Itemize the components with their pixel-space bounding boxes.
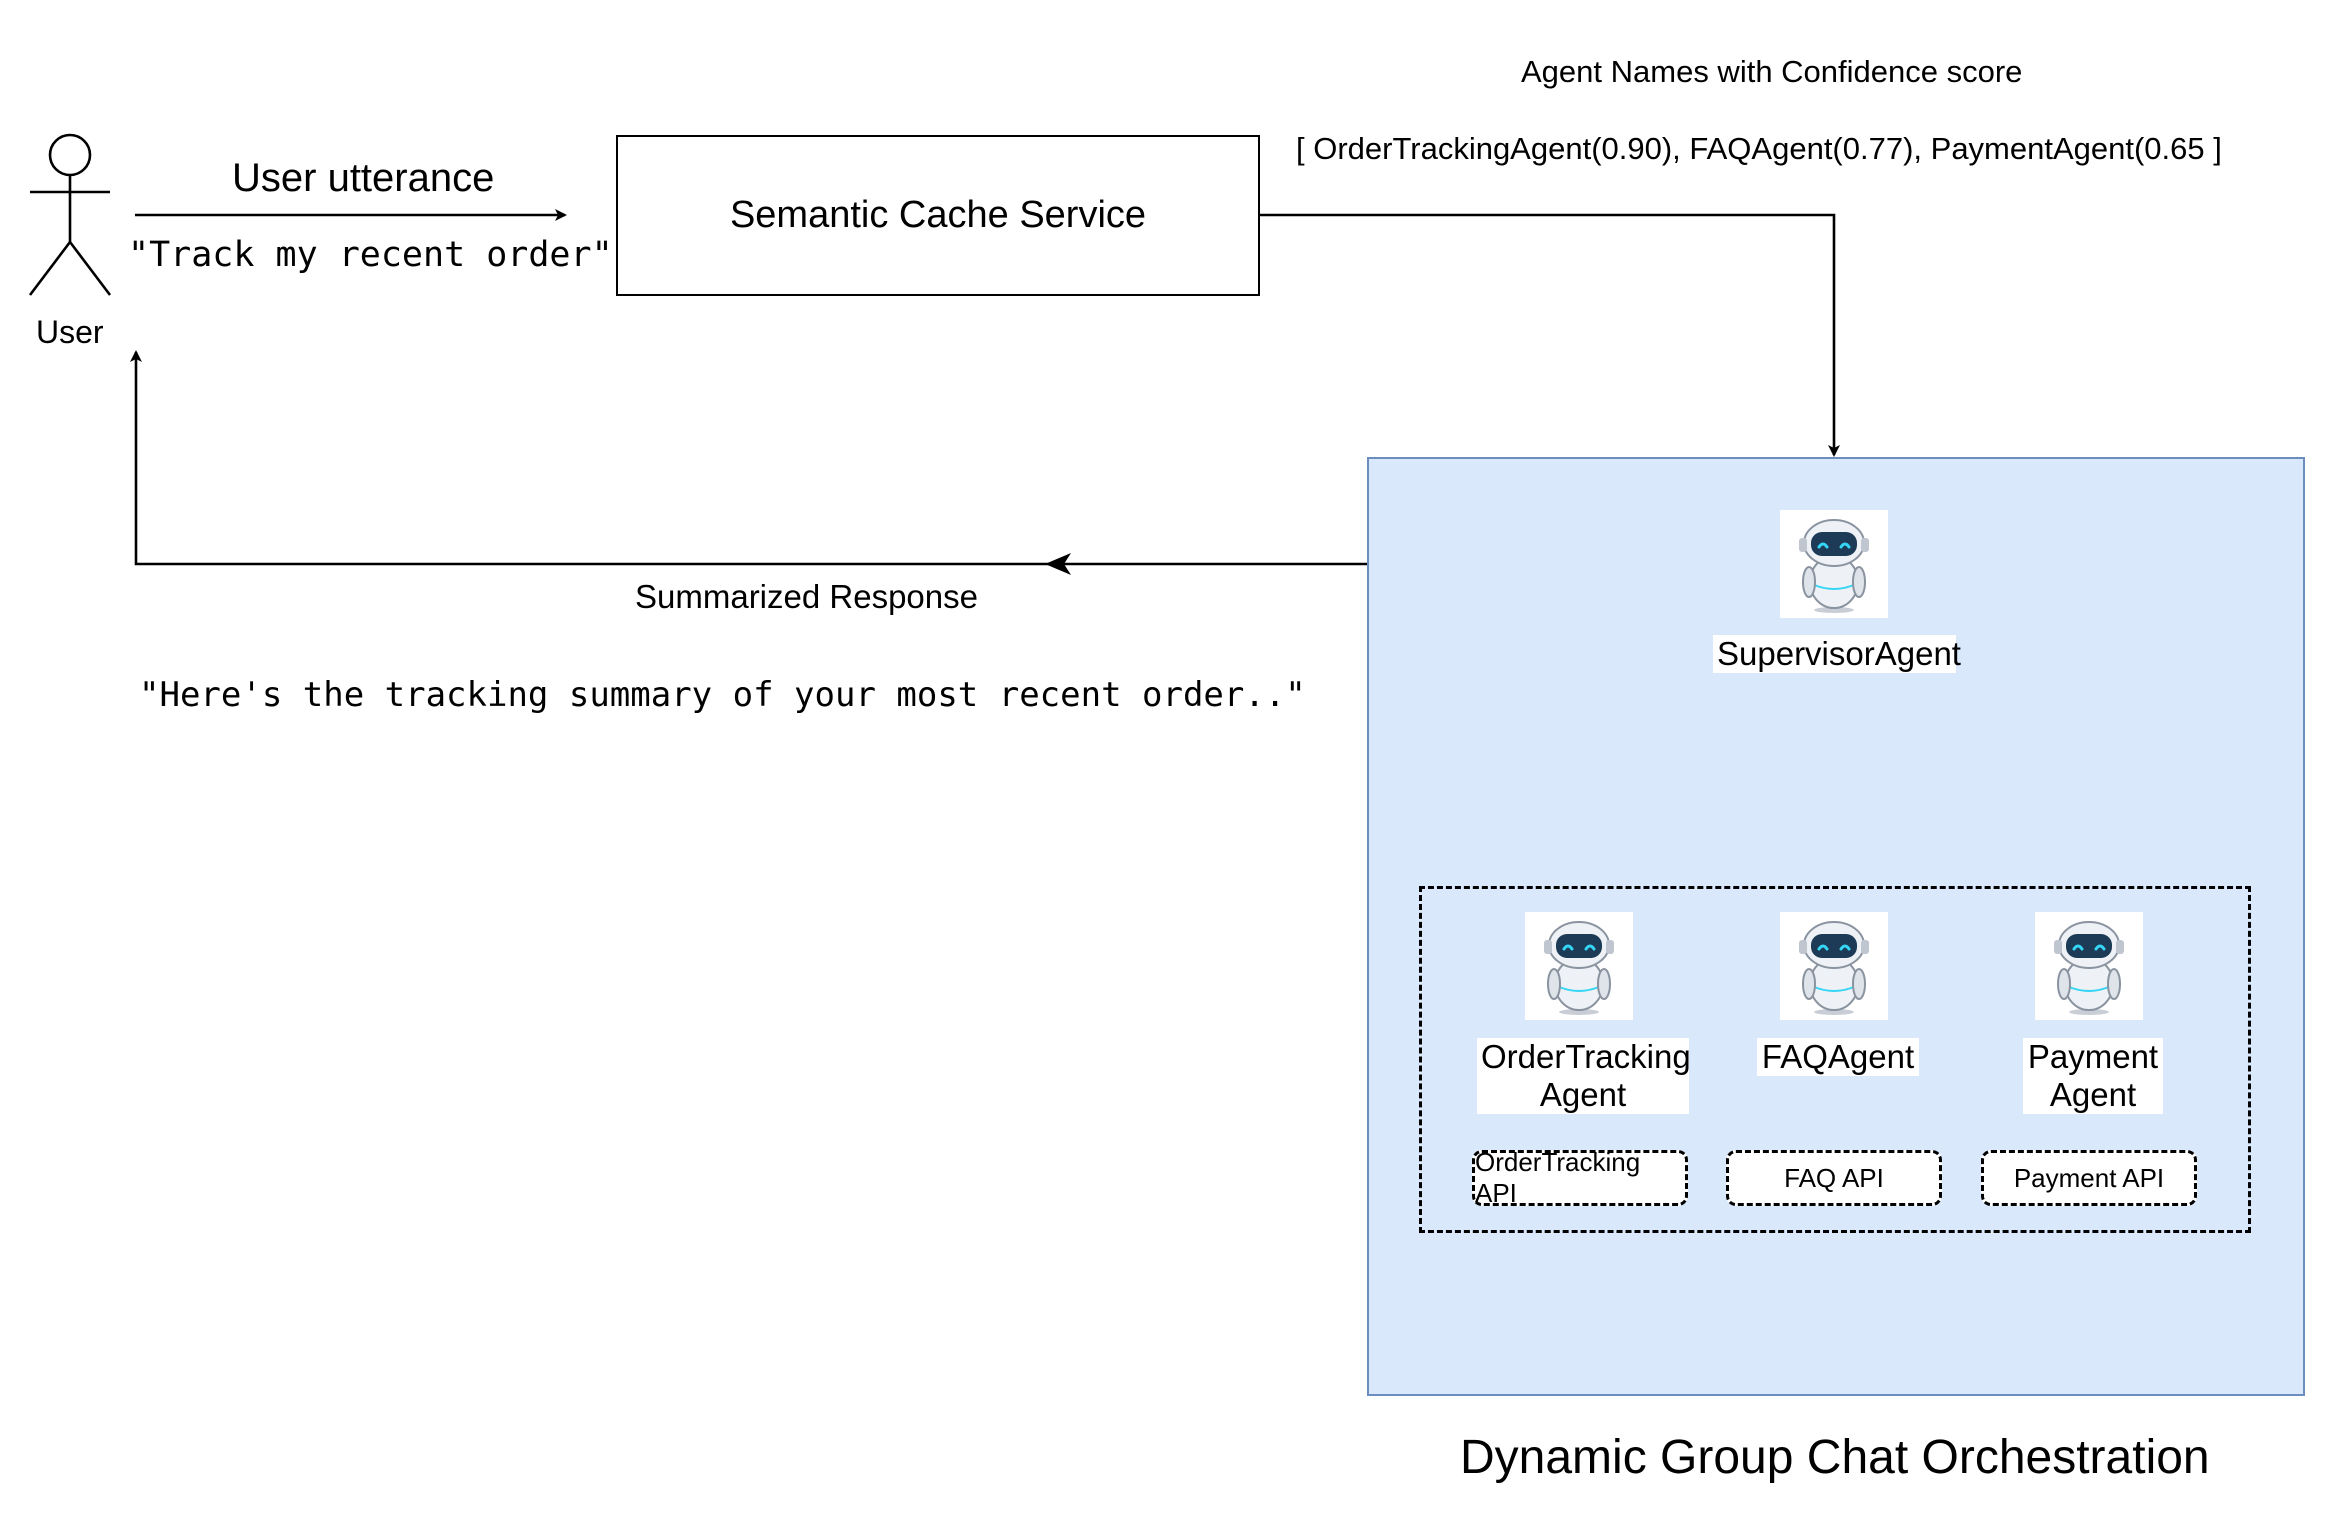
- faq-agent-label-line1: FAQAgent: [1761, 1038, 1915, 1075]
- ordertracking-api-box: OrderTracking API: [1472, 1147, 1688, 1208]
- summarized-response-title: Summarized Response: [635, 578, 978, 615]
- faq-robot-icon: [1780, 912, 1888, 1020]
- supervisor-robot-icon: [1780, 510, 1888, 618]
- faq-api-box: FAQ API: [1726, 1150, 1942, 1206]
- supervisor-agent-label: SupervisorAgent: [1713, 635, 1961, 673]
- agent-group-dashed-box: [1419, 886, 2251, 1233]
- user-utterance-title: User utterance: [232, 156, 495, 200]
- arrow-cache-to-orchestration: [1260, 213, 1840, 457]
- summarized-response-text: "Here's the tracking summary of your mos…: [139, 675, 1306, 715]
- payment-robot-icon: [2035, 912, 2143, 1020]
- confidence-title: Agent Names with Confidence score: [1521, 54, 2023, 89]
- faq-agent-label: FAQAgent: [1757, 1038, 1919, 1076]
- arrow-supervisor-to-user: [130, 350, 1780, 566]
- confidence-list: [ OrderTrackingAgent(0.90), FAQAgent(0.7…: [1296, 131, 2222, 166]
- ordertracking-agent-label: OrderTracking Agent: [1477, 1038, 1691, 1114]
- user-utterance-text: "Track my recent order": [128, 235, 613, 275]
- semantic-cache-service-label: Semantic Cache Service: [729, 194, 1147, 236]
- response-midpoint-arrowhead: [1045, 553, 1071, 575]
- ordertracking-agent-label-line1: OrderTracking: [1481, 1038, 1691, 1075]
- payment-agent-label: Payment Agent: [2023, 1038, 2163, 1114]
- payment-api-box: Payment API: [1981, 1150, 2197, 1206]
- semantic-cache-service-box: Semantic Cache Service: [616, 135, 1260, 296]
- faq-api-label: FAQ API: [1784, 1162, 1884, 1193]
- orchestration-title: Dynamic Group Chat Orchestration: [1460, 1431, 2210, 1484]
- ordertracking-agent-label-line2: Agent: [1539, 1076, 1627, 1113]
- user-actor-icon: [28, 133, 112, 296]
- ordertracking-robot-icon: [1525, 912, 1633, 1020]
- user-label: User: [36, 314, 104, 350]
- payment-agent-label-line1: Payment: [2027, 1038, 2159, 1075]
- payment-agent-label-line2: Agent: [2049, 1076, 2137, 1113]
- payment-api-label: Payment API: [2013, 1162, 2165, 1193]
- ordertracking-api-label: OrderTracking API: [1475, 1147, 1641, 1208]
